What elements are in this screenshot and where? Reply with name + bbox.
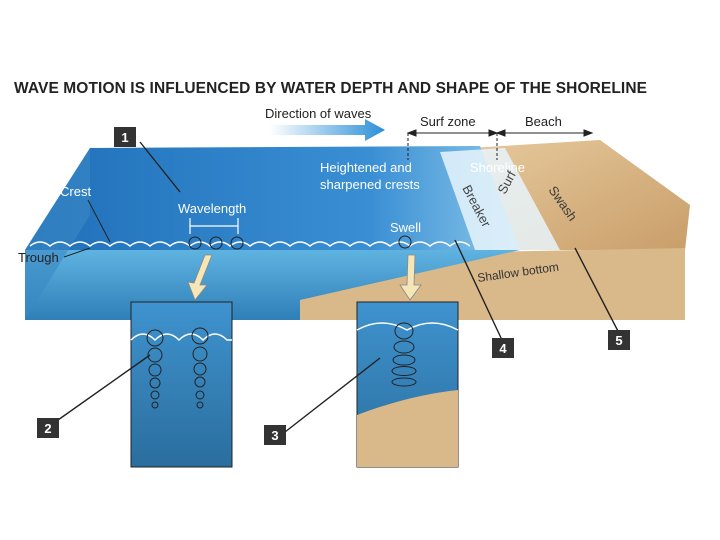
svg-text:5: 5 [615,333,622,348]
heightened-label-1: Heightened and [320,160,412,175]
svg-text:4: 4 [499,341,507,356]
wavelength-bracket [189,218,239,234]
direction-label: Direction of waves [265,106,372,121]
callout-leaders [57,141,621,433]
callout-2: 2 [37,418,59,438]
diagram-title: WAVE MOTION IS INFLUENCED BY WATER DEPTH… [14,80,648,97]
particle-orbits-main [188,235,412,250]
water-surface [25,146,520,250]
inset-deep-water [130,301,233,468]
shoreline-label: Shoreline [470,160,525,175]
direction-arrow [270,119,385,141]
inset-shallow-water [356,301,459,468]
surf-zone-label: Surf zone [420,114,476,129]
svg-text:2: 2 [44,421,51,436]
svg-text:1: 1 [121,130,128,145]
callout-3: 3 [264,425,286,445]
surf-foam [440,148,560,250]
trough-label: Trough [18,250,59,265]
callout-5: 5 [608,330,630,350]
trough-leader [63,247,91,258]
crest-leader [87,199,111,243]
surf-zone-bracket [406,129,594,160]
crest-line [29,241,471,247]
callout-4: 4 [492,338,514,358]
swell-label: Swell [390,220,421,235]
inset-arrow-right [399,254,422,301]
wavelength-label: Wavelength [178,201,246,216]
callout-1: 1 [114,127,136,147]
beach-label: Beach [525,114,562,129]
heightened-label-2: sharpened crests [320,177,420,192]
svg-text:3: 3 [271,428,278,443]
crest-label: Crest [60,184,91,199]
inset-arrow-left [187,254,213,301]
left-face [25,148,90,320]
